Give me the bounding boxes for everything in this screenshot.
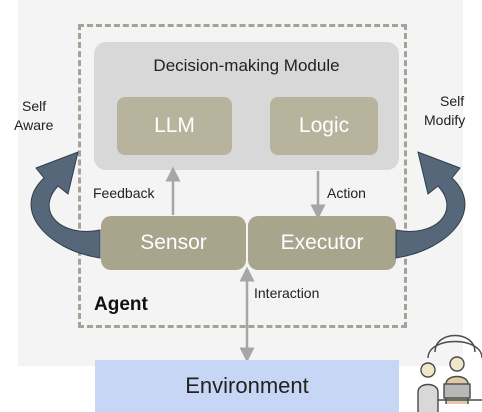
environment-label: Environment bbox=[185, 373, 309, 398]
logic-box: Logic bbox=[270, 97, 378, 155]
person-body-left bbox=[417, 383, 439, 412]
self-modify-label-line2: Modify bbox=[424, 112, 466, 128]
executor-label: Executor bbox=[280, 231, 364, 254]
person-head-left bbox=[420, 362, 436, 378]
decision-module-title: Decision-making Module bbox=[153, 56, 340, 75]
action-label: Action bbox=[327, 185, 366, 201]
canopy-outline-outer bbox=[427, 340, 482, 359]
self-modify-arrow bbox=[395, 151, 466, 259]
laptop bbox=[443, 383, 471, 399]
llm-label: LLM bbox=[154, 114, 195, 137]
sensor-box: Sensor bbox=[101, 216, 246, 270]
executor-box: Executor bbox=[248, 216, 396, 270]
logic-label: Logic bbox=[298, 114, 350, 137]
agent-label: Agent bbox=[94, 294, 148, 315]
self-aware-arrow bbox=[30, 151, 101, 259]
people-illustration bbox=[417, 334, 482, 412]
interaction-label: Interaction bbox=[254, 285, 320, 301]
feedback-label: Feedback bbox=[93, 185, 155, 201]
self-aware-label-line2: Aware bbox=[14, 117, 54, 133]
self-aware-label-line1: Self bbox=[22, 98, 47, 114]
sensor-label: Sensor bbox=[140, 231, 207, 254]
self-modify-label-line1: Self bbox=[440, 93, 465, 109]
person-head-right bbox=[449, 356, 465, 372]
environment-box: Environment bbox=[95, 360, 399, 412]
llm-box: LLM bbox=[117, 97, 232, 155]
